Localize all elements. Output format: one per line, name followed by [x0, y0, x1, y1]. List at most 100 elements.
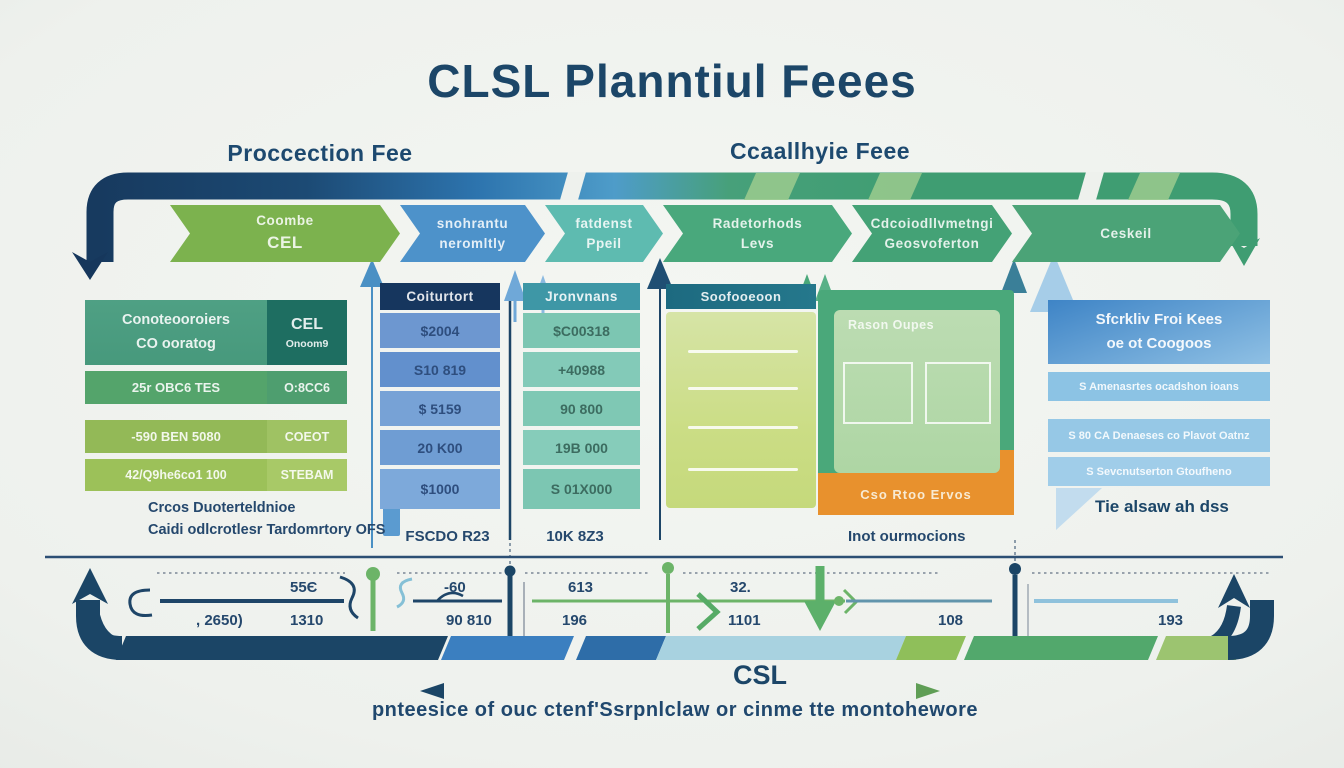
up-arrow-icon-lightblue-large [1030, 254, 1078, 312]
schedule-panel-body [666, 312, 816, 508]
page-title: CLSL Planntiul Feees [427, 55, 917, 107]
timeline-g1-extra: , 2650) [196, 612, 243, 629]
right-section-header: Ccaallhyie Feee [729, 138, 911, 164]
fees-panel-header: Sfcrkliv Froi Kees oe ot Coogoos [1048, 300, 1270, 364]
footer-double-arrow [420, 683, 940, 699]
group-box-1 [843, 362, 913, 424]
protection-table-row-2: 25r OBC6 TES O:8CC6 [85, 371, 347, 404]
ribbon-segment-4-line2: Levs [740, 235, 775, 251]
premium-value-3: 90 800 [523, 391, 640, 426]
premium-column-header: Jronvnans [523, 283, 640, 310]
timeline-g2-top: -60 [444, 579, 466, 596]
row2-label: 25r OBC6 TES [85, 371, 267, 404]
schedule-line-4 [688, 468, 798, 471]
timeline-g1-top: 55Є [290, 579, 318, 596]
groups-panel-footer-text: Cso Rtoo Ervos [860, 486, 972, 502]
row3-label: -590 BEN 5080 [85, 420, 267, 453]
fees-header-line1: Sfcrkliv Froi Kees [1095, 311, 1223, 328]
schedule-line-3 [688, 426, 798, 429]
monthly-value-4: 20 K00 [380, 430, 500, 465]
timeline-axis [45, 555, 1283, 574]
monthly-value-5: $1000 [380, 469, 500, 509]
ribbon-segment-6: Ceskeil [1012, 205, 1240, 262]
row4-value: STEBAM [267, 459, 347, 491]
mid-label-center: 10K 8Z3 [546, 528, 604, 545]
top-flow-band [72, 172, 1260, 280]
row3-value: COEOT [267, 420, 347, 453]
fees-header-line2: oe ot Coogoos [1106, 335, 1212, 352]
row2-value: O:8CC6 [267, 371, 347, 404]
monthly-value-3: $ 5159 [380, 391, 500, 426]
footer-caption: pnteesice of ouc ctenf'Ssrpnlclaw or cin… [371, 699, 979, 721]
fees-row-3: S Sevcnutserton Gtoufheno [1048, 457, 1270, 486]
ribbon-segment-5-line1: Cdcoiodllvmetngi [870, 215, 994, 231]
ribbon-segment-4-line1: Radetorhods [712, 215, 803, 231]
ribbon-segment-1-line1: Coombe [256, 213, 314, 229]
protection-caption-line1: Crcos Duoterteldnioe [148, 500, 296, 516]
monthly-value-1: $2004 [380, 313, 500, 348]
ribbon-segment-5-line2: Geosvoferton [884, 235, 980, 251]
protection-table-row-3: -590 BEN 5080 COEOT [85, 420, 347, 453]
timeline-g1-bottom: 1310 [290, 612, 324, 629]
mid-label-left: FSCDO R23 [405, 528, 490, 545]
up-arrow-icon-blue [360, 259, 384, 287]
premium-value-4: 19B 000 [523, 430, 640, 465]
monthly-value-2: S10 819 [380, 352, 500, 387]
ribbon-segment-1: Coombe CEL [170, 205, 400, 262]
up-arrow-icon-navy [647, 258, 673, 289]
schedule-line-2 [688, 387, 798, 390]
mid-label-right: Inot ourmocions [848, 528, 966, 545]
down-arrow-icon-left [72, 252, 108, 280]
premium-value-2: +40988 [523, 352, 640, 387]
ribbon-segment-1-line2: CEL [267, 232, 303, 252]
ribbon-segment-2-line2: neromltly [439, 235, 506, 251]
left-section-header: Proccection Fee [227, 140, 413, 166]
ribbon-segment-2: snohrantu neromltly [400, 205, 545, 262]
premium-value-5: S 01X000 [523, 469, 640, 509]
ribbon-segment-3-line2: Ppeil [586, 235, 622, 251]
groups-panel-label: Rason Oupes [848, 318, 935, 332]
ribbon-segment-4: Radetorhods Levs [663, 205, 852, 262]
timeline-g6-bottom: 193 [1158, 612, 1184, 629]
monthly-column-header: Coiturtort [380, 283, 500, 310]
left-arrowhead-icon [420, 683, 444, 699]
schedule-panel-header: Soofooeoon [666, 284, 816, 309]
guide-lines [371, 262, 1016, 564]
chevron-right-icon [696, 592, 721, 631]
premium-value-1: $C00318 [523, 313, 640, 348]
row1-value-line2: Onoom9 [285, 337, 329, 350]
timeline-g5-bottom: 108 [938, 612, 964, 629]
row4-label: 42/Q9he6co1 100 [85, 459, 267, 491]
row1-value-line1: CEL [291, 315, 323, 333]
protection-caption-line2: Caidi odlcrotlesr Tardomrtory OFS [148, 522, 386, 538]
timeline-g3-bottom: 196 [562, 612, 588, 629]
timeline-g4-bottom: 1101 [728, 612, 761, 629]
timeline-g3-top: 613 [568, 579, 594, 596]
groups-panel: Cso Rtoo Ervos Rason Oupes [818, 290, 1014, 515]
timeline-markers [72, 562, 1250, 654]
fees-note: Tie alsaw ah dss [1095, 497, 1229, 516]
down-arrow-icon-right [1228, 238, 1260, 266]
up-arrow-icon-teal [1001, 259, 1027, 293]
row1-label-line2: CO ooratog [136, 335, 216, 352]
corner-flag-shape [1056, 488, 1102, 530]
fees-row-1: S Amenasrtes ocadshon ioans [1048, 372, 1270, 401]
footer-label: CSL [733, 660, 787, 690]
ribbon-segment-5: Cdcoiodllvmetngi Geosvoferton [852, 205, 1012, 262]
ribbon-segment-3-line1: fatdenst [575, 215, 633, 231]
row1-label-line1: Conoteooroiers [122, 312, 230, 329]
timeline-g4-top: 32. [730, 579, 751, 596]
bottom-flow-band [76, 600, 1274, 660]
fees-row-2: S 80 CA Denaeses co Plavot Oatnz [1048, 419, 1270, 452]
ribbon-segment-2-line1: snohrantu [436, 215, 509, 231]
timeline-g2-bottom: 90 810 [446, 612, 492, 629]
ribbon-segment-6-line1: Ceskeil [1100, 225, 1152, 241]
ribbon-segment-3: fatdenst Ppeil [545, 205, 663, 262]
protection-table-row-4: 42/Q9he6co1 100 STEBAM [85, 459, 347, 491]
groups-panel-footer-band: Cso Rtoo Ervos [818, 473, 1014, 515]
right-arrowhead-icon [916, 683, 940, 699]
up-arrow-icon-lightblue-1 [504, 270, 526, 301]
down-arrow-icon-green [804, 601, 836, 631]
protection-table-row-1: Conoteooroiers CO ooratog CEL Onoom9 [85, 300, 347, 365]
